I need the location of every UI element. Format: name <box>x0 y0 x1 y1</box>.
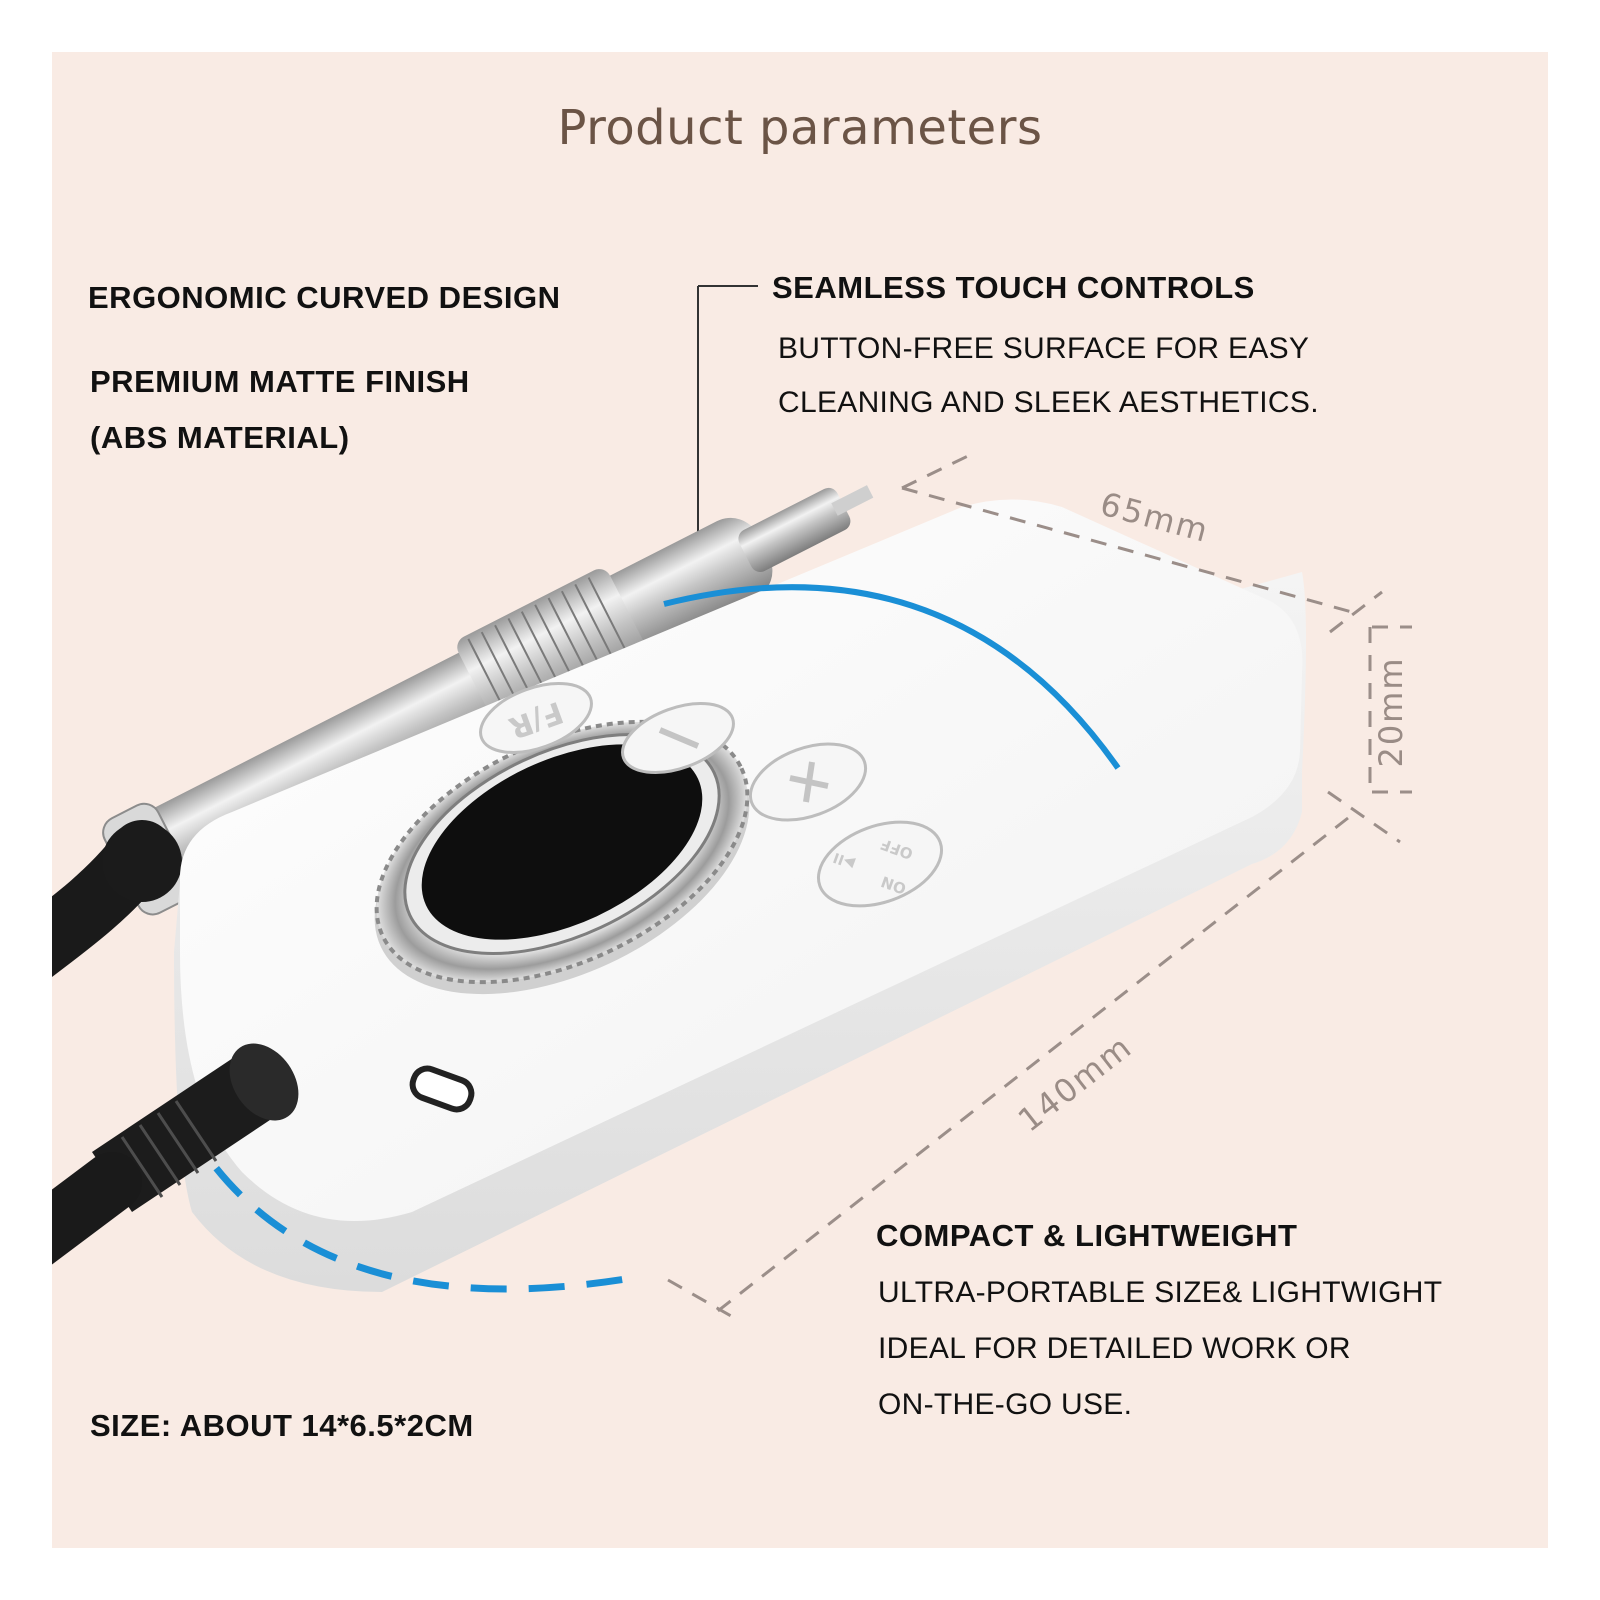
size-text: SIZE: ABOUT 14*6.5*2CM <box>90 1408 474 1443</box>
touch-line-1: BUTTON-FREE SURFACE FOR EASY <box>778 332 1310 365</box>
play-label: ▶II <box>831 849 856 871</box>
blue-arc-top <box>663 584 1121 770</box>
ergonomic-heading: ERGONOMIC CURVED DESIGN <box>88 280 561 315</box>
touch-line-2: CLEANING AND SLEEK AESTHETICS. <box>778 386 1319 419</box>
control-knob <box>374 719 750 995</box>
minus-symbol <box>658 727 700 749</box>
compact-line-1: ULTRA-PORTABLE SIZE& LIGHTWIGHT <box>878 1276 1443 1309</box>
page-title: Product parameters <box>557 100 1043 156</box>
touch-button-onoff <box>816 820 944 908</box>
device-top <box>179 499 1303 1221</box>
compact-line-2: IDEAL FOR DETAILED WORK OR <box>878 1332 1351 1365</box>
dimension-lines <box>667 452 1412 1322</box>
product-panel: F/R OFF ON ▶II <box>52 52 1548 1548</box>
touch-heading: SEAMLESS TOUCH CONTROLS <box>772 270 1255 305</box>
matte-subheading: (ABS MATERIAL) <box>90 420 350 455</box>
touch-button-fr <box>479 682 593 754</box>
blue-arc-bottom <box>180 1118 633 1293</box>
dim-height: 20mm <box>1372 656 1410 767</box>
compact-heading: COMPACT & LIGHTWEIGHT <box>876 1218 1298 1253</box>
device-illustration: F/R OFF ON ▶II <box>52 285 1412 1322</box>
usb-port <box>409 1065 475 1113</box>
dim-length: 140mm <box>1011 1027 1140 1139</box>
compact-line-3: ON-THE-GO USE. <box>878 1388 1133 1421</box>
matte-heading: PREMIUM MATTE FINISH <box>90 364 470 399</box>
power-plug <box>52 1043 299 1265</box>
